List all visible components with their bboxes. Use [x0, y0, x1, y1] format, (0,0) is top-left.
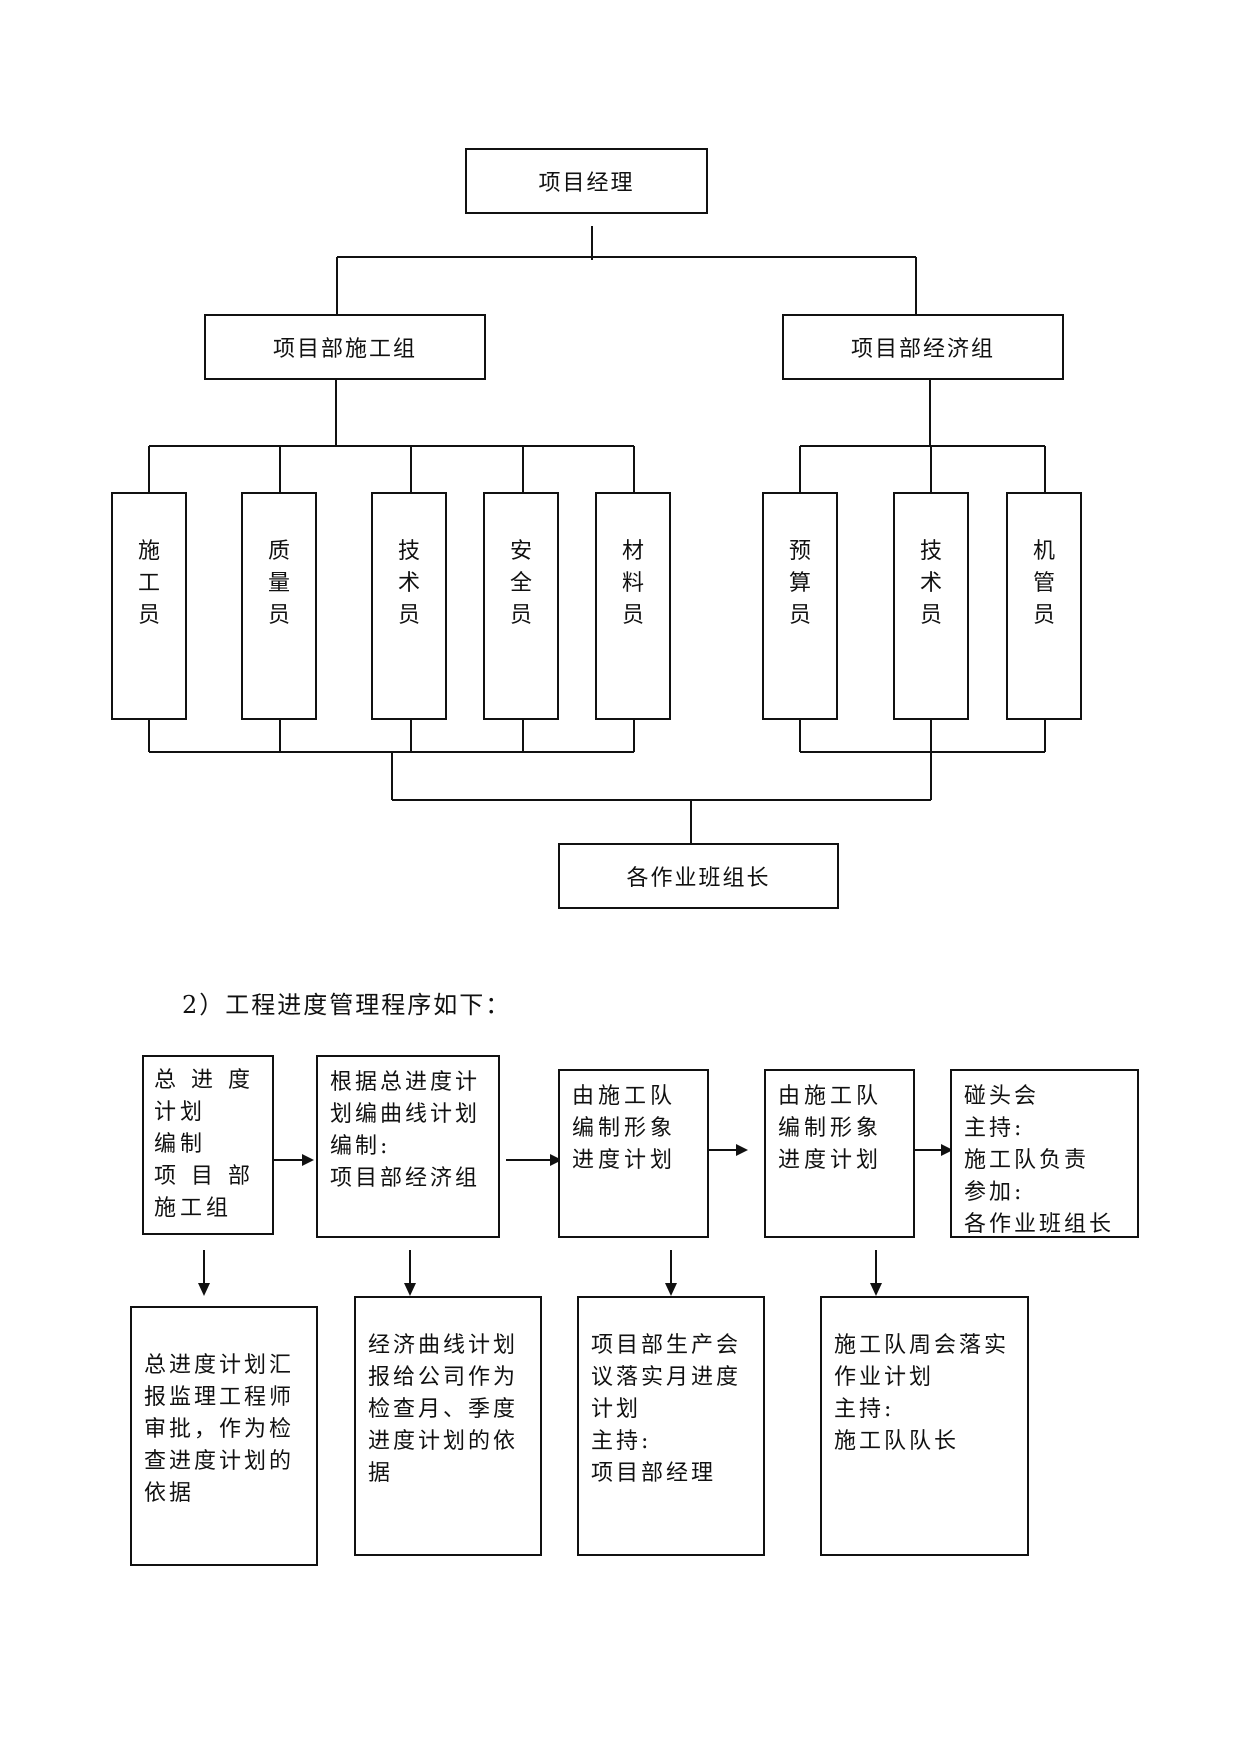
org-member-char: 质: [267, 539, 290, 564]
org-member-char: 员: [919, 603, 942, 628]
org-member-machinery: 机管员: [1006, 492, 1082, 720]
org-member-char: 量: [267, 571, 290, 596]
process-step-1: 总 进 度 计划 编制 项 目 部 施工组: [142, 1055, 274, 1235]
org-member-char: 技: [397, 539, 420, 564]
section-title: 2）工程进度管理程序如下：: [182, 991, 512, 1019]
org-member-char: 管: [1032, 571, 1055, 596]
process-step-4: 由施工队 编制形象 进度计划: [764, 1069, 915, 1238]
process-step-3: 由施工队 编制形象 进度计划: [558, 1069, 709, 1238]
org-member-char: 员: [788, 603, 811, 628]
org-member-label: 安全员: [510, 536, 532, 632]
org-member-char: 料: [621, 571, 644, 596]
org-member-char: 员: [137, 603, 160, 628]
org-member-construction-worker: 施工员: [111, 492, 187, 720]
org-top-manager: 项目经理: [465, 148, 708, 214]
org-member-char: 员: [267, 603, 290, 628]
process-step-5: 碰头会 主持: 施工队负责 参加: 各作业班组长: [950, 1069, 1139, 1238]
org-member-char: 全: [509, 571, 532, 596]
org-member-char: 员: [397, 603, 420, 628]
org-member-char: 员: [509, 603, 532, 628]
process-step-2: 根据总进度计 划编曲线计划 编制: 项目部经济组: [316, 1055, 500, 1238]
org-member-char: 术: [919, 571, 942, 596]
org-member-budget: 预算员: [762, 492, 838, 720]
org-member-char: 机: [1032, 539, 1055, 564]
org-member-char: 工: [137, 571, 160, 596]
org-member-char: 员: [1032, 603, 1055, 628]
org-member-char: 技: [919, 539, 942, 564]
org-member-quality: 质量员: [241, 492, 317, 720]
org-member-char: 术: [397, 571, 420, 596]
org-member-char: 施: [137, 539, 160, 564]
org-member-char: 预: [788, 539, 811, 564]
process-outcome-1: 总进度计划汇 报监理工程师 审批，作为检 查进度计划的 依据: [130, 1306, 318, 1566]
org-member-char: 员: [621, 603, 644, 628]
org-member-label: 施工员: [138, 536, 160, 632]
org-member-char: 安: [509, 539, 532, 564]
org-group-construction: 项目部施工组: [204, 314, 486, 380]
org-member-materials: 材料员: [595, 492, 671, 720]
org-member-safety: 安全员: [483, 492, 559, 720]
org-bottom-team-leaders: 各作业班组长: [558, 843, 839, 909]
org-member-label: 技术员: [398, 536, 420, 632]
org-member-char: 材: [621, 539, 644, 564]
org-member-label: 技术员: [920, 536, 942, 632]
org-group-economic: 项目部经济组: [782, 314, 1064, 380]
org-member-label: 预算员: [789, 536, 811, 632]
process-outcome-3: 项目部生产会 议落实月进度 计划 主持: 项目部经理: [577, 1296, 765, 1556]
org-member-char: 算: [788, 571, 811, 596]
org-member-label: 机管员: [1033, 536, 1055, 632]
org-member-technical: 技术员: [371, 492, 447, 720]
org-member-label: 质量员: [268, 536, 290, 632]
org-member-technical-economic: 技术员: [893, 492, 969, 720]
process-outcome-4: 施工队周会落实 作业计划 主持: 施工队队长: [820, 1296, 1029, 1556]
process-outcome-2: 经济曲线计划 报给公司作为 检查月、季度 进度计划的依 据: [354, 1296, 542, 1556]
org-member-label: 材料员: [622, 536, 644, 632]
